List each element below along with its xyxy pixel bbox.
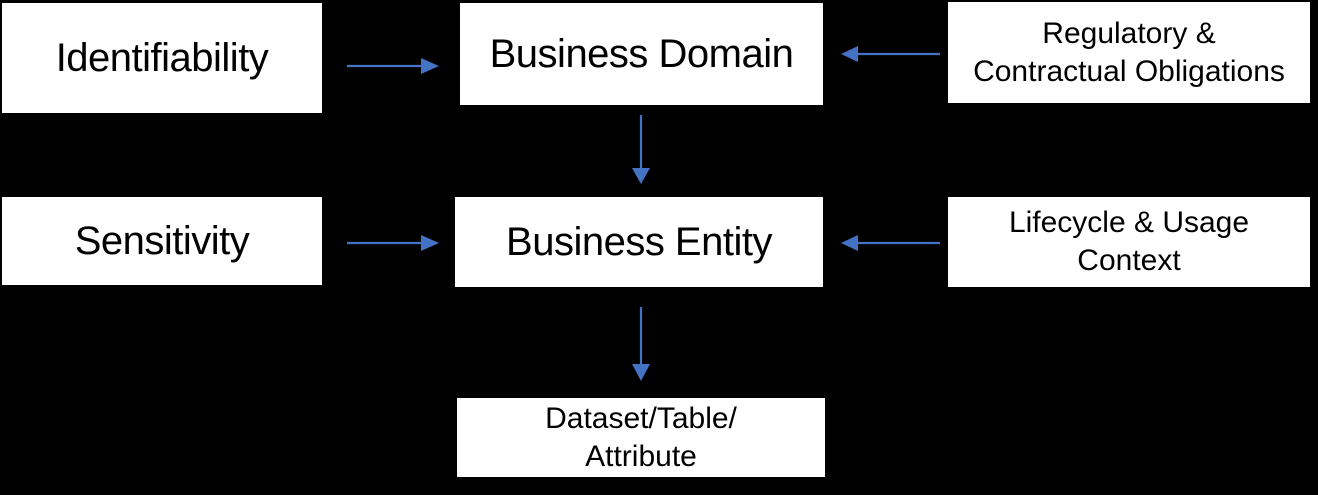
node-lifecycle-label-line2: Context <box>1077 244 1181 277</box>
node-business-entity-label: Business Entity <box>506 220 772 264</box>
node-business-domain: Business Domain <box>460 3 823 105</box>
node-lifecycle-usage-context: Lifecycle & Usage Context <box>948 197 1310 287</box>
node-regulatory-contractual-obligations: Regulatory & Contractual Obligations <box>948 2 1310 103</box>
arrow-lifecycle-to-business-entity <box>841 235 940 251</box>
node-dataset-table-attribute: Dataset/Table/ Attribute <box>457 398 825 477</box>
node-business-entity: Business Entity <box>455 197 823 287</box>
arrow-business-entity-to-dataset <box>632 307 650 381</box>
node-business-domain-label: Business Domain <box>489 32 794 76</box>
node-dataset-label-line2: Attribute <box>585 439 697 473</box>
node-sensitivity-label: Sensitivity <box>74 219 250 263</box>
arrow-regulatory-to-business-domain <box>841 46 940 62</box>
node-lifecycle-label-line1: Lifecycle & Usage <box>1008 206 1250 239</box>
node-regulatory-label-line1: Regulatory & <box>1042 16 1216 50</box>
node-regulatory-label-line2: Contractual Obligations <box>973 54 1285 88</box>
node-dataset-label-line1: Dataset/Table/ <box>545 401 737 435</box>
node-sensitivity: Sensitivity <box>2 197 322 285</box>
node-identifiability-label: Identifiability <box>55 36 269 80</box>
arrow-identifiability-to-business-domain <box>347 58 439 74</box>
node-identifiability: Identifiability <box>2 3 322 113</box>
arrow-sensitivity-to-business-entity <box>347 235 439 251</box>
arrow-business-domain-to-business-entity <box>632 115 650 184</box>
